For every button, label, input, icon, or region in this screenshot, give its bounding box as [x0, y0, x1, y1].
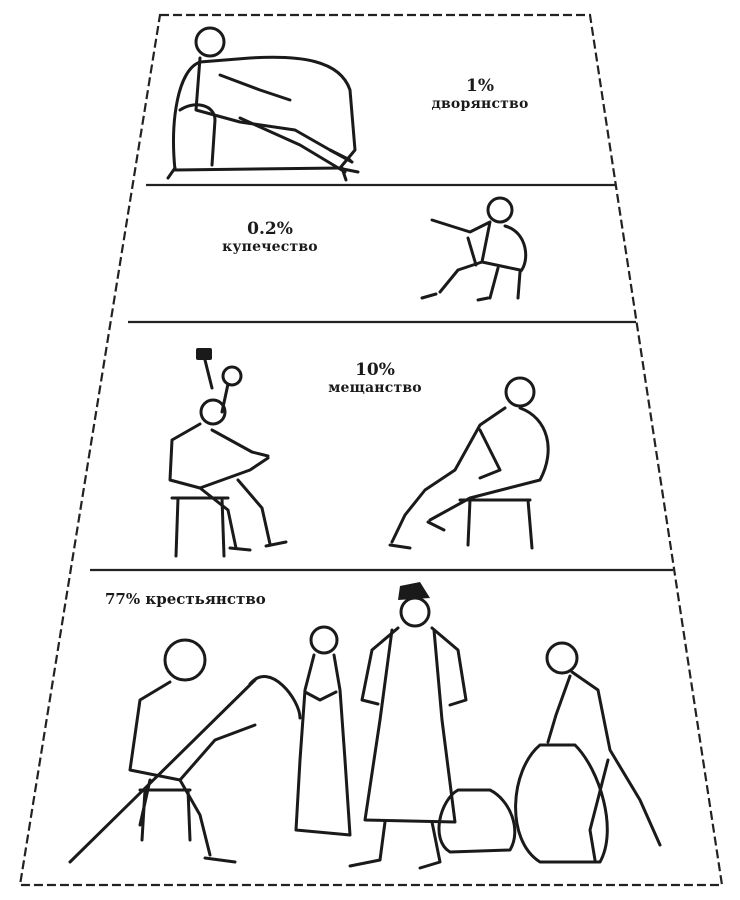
tier-percent-merchants: 0.2%	[190, 219, 350, 239]
tier-label-townspeople: 10% мещанство	[295, 360, 455, 396]
tier-class-merchants: купечество	[190, 239, 350, 255]
tier-label-peasants: 77% крестьянство	[105, 590, 266, 608]
townsman-illustration	[390, 378, 548, 548]
tier-percent-townspeople: 10%	[295, 360, 455, 380]
tier-percent-nobility: 1%	[400, 76, 560, 96]
peasant-with-scythe-illustration	[70, 640, 300, 862]
tier-percent-peasants: 77%	[105, 590, 140, 608]
pyramid-frame	[20, 15, 722, 885]
tier-label-merchants: 0.2% купечество	[190, 219, 350, 255]
peasant-woman-illustration	[296, 627, 350, 835]
standing-peasant-illustration	[350, 582, 466, 868]
tier-class-nobility: дворянство	[400, 96, 560, 112]
artisan-illustration	[170, 348, 286, 556]
tier-class-peasants: крестьянство	[145, 590, 265, 608]
tier-label-nobility: 1% дворянство	[400, 76, 560, 112]
peasant-with-sack-illustration	[516, 643, 660, 862]
merchant-illustration	[422, 198, 526, 300]
tier-class-townspeople: мещанство	[295, 380, 455, 396]
nobleman-illustration	[168, 28, 358, 180]
